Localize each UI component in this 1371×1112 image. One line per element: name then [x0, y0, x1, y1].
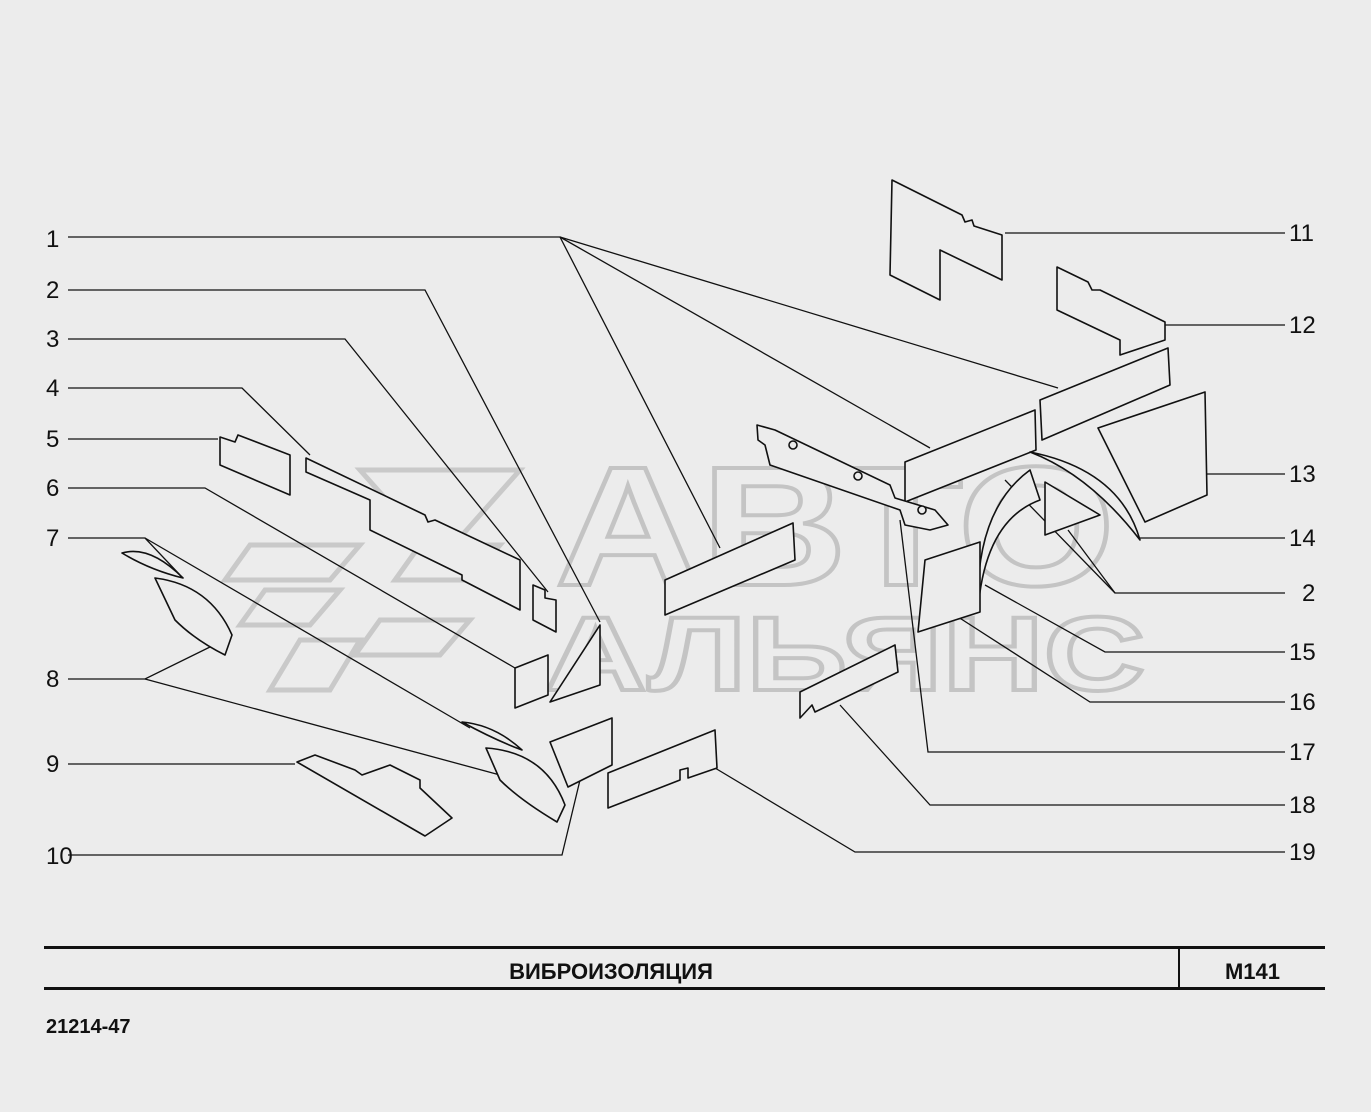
callout-14: 14	[1289, 525, 1316, 552]
title-divider	[1178, 949, 1180, 987]
page-title: ВИБРОИЗОЛЯЦИЯ	[509, 959, 713, 984]
part-6-pad	[514, 654, 549, 709]
leader-lines	[68, 232, 1285, 856]
part-1-strip-b	[904, 409, 1037, 503]
part-3-pad	[532, 584, 557, 633]
part-2-triangle-left	[549, 624, 601, 703]
model-number: 21214-47	[46, 1016, 131, 1038]
part-2-triangle-right	[1044, 481, 1101, 536]
callout-7: 7	[46, 525, 59, 552]
callout-1: 1	[46, 226, 59, 253]
part-10-pad	[549, 717, 613, 788]
callout-3: 3	[46, 326, 59, 353]
callout-8: 8	[46, 666, 59, 693]
diagram-code: M141	[1224, 959, 1281, 984]
parts	[121, 179, 1208, 837]
part-17-hole-b	[853, 471, 863, 481]
callout-19: 19	[1289, 839, 1316, 866]
title-bar: ВИБРОИЗОЛЯЦИЯ M141	[44, 946, 1325, 990]
part-17-hole-c	[917, 505, 927, 515]
callout-17: 17	[1289, 739, 1316, 766]
part-12-pad	[1056, 266, 1166, 356]
part-19-strip	[607, 729, 718, 809]
part-7-flap-bottom	[461, 721, 523, 751]
callout-12: 12	[1289, 312, 1316, 339]
part-9-pad	[296, 754, 453, 837]
callout-10: 10	[46, 843, 73, 870]
part-13-pad	[1097, 391, 1208, 523]
watermark-logo: АВТО АЛЬЯНС	[220, 430, 1147, 715]
callout-18: 18	[1289, 792, 1316, 819]
callout-15: 15	[1289, 639, 1316, 666]
callout-9: 9	[46, 751, 59, 778]
callout-labels: 1 2 3 4 5 6 7 8 9 10 11 12 13 14 2 15 16…	[46, 220, 1316, 870]
part-14-arch	[1029, 451, 1141, 541]
callout-4: 4	[46, 375, 59, 402]
callout-11: 11	[1289, 220, 1314, 247]
part-5-pad	[219, 434, 291, 496]
part-1-strip-a	[1039, 347, 1171, 441]
callout-2-right: 2	[1302, 580, 1315, 607]
part-18-strip	[799, 644, 899, 719]
callout-6: 6	[46, 475, 59, 502]
callout-2: 2	[46, 277, 59, 304]
part-8-cover-bottom	[485, 747, 566, 823]
part-1-strip-c	[664, 522, 796, 616]
part-7-flap-top	[121, 550, 184, 579]
callout-5: 5	[46, 426, 59, 453]
part-8-cover-top	[154, 577, 233, 656]
part-4-strip	[305, 457, 521, 611]
callout-13: 13	[1289, 461, 1316, 488]
part-11-pad	[889, 179, 1003, 301]
exploded-parts-diagram: АВТО АЛЬЯНС	[46, 179, 1316, 870]
part-17-bracket	[756, 424, 949, 531]
part-17-hole-a	[788, 440, 798, 450]
part-16-pad	[917, 541, 981, 633]
callout-16: 16	[1289, 689, 1316, 716]
